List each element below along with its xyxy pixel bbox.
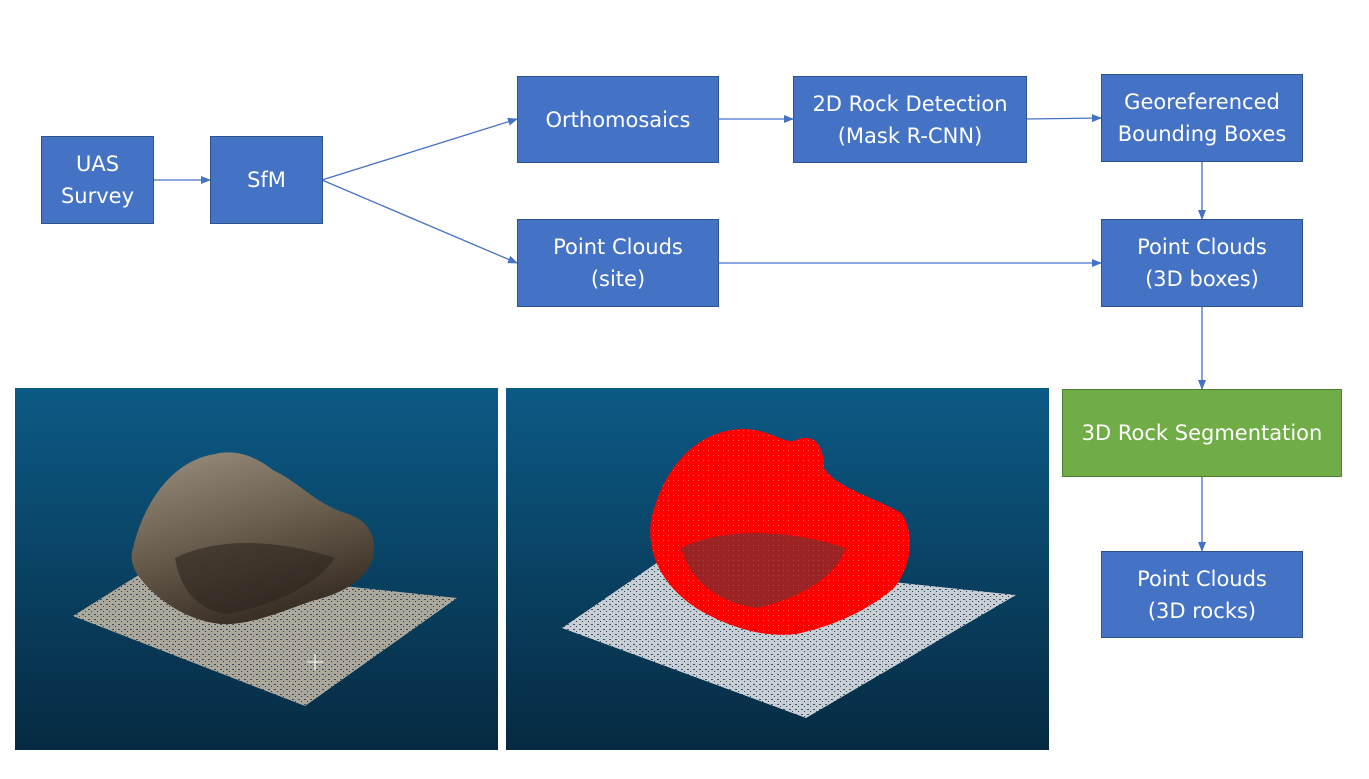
- node-point-clouds-rocks-line-2: (3D rocks): [1147, 598, 1257, 623]
- node-orthomosaics-line-1: Orthomosaics: [545, 107, 691, 132]
- arrow-sfm-to-orthomosaics: [321, 117, 518, 181]
- node-rock-detection-line-2: (Mask R-CNN): [837, 123, 983, 148]
- node-bounding-boxes-line-2: Bounding Boxes: [1117, 122, 1287, 146]
- node-3d-rock-segmentation: 3D Rock Segmentation: [1062, 389, 1342, 477]
- node-orthomosaics: Orthomosaics: [517, 76, 719, 163]
- point-cloud-rock-image: [15, 388, 498, 750]
- cursor-icon: [307, 654, 323, 670]
- node-point-clouds-boxes: Point Clouds (3D boxes): [1101, 219, 1303, 307]
- arrow-sfm-to-point-clouds-site: [321, 179, 518, 264]
- node-point-clouds-rocks: Point Clouds (3D rocks): [1101, 551, 1303, 638]
- node-point-clouds-rocks-line-1: Point Clouds: [1137, 566, 1267, 591]
- segmented-point-cloud-render: [506, 388, 1049, 750]
- node-uas-survey-line-2: Survey: [60, 184, 135, 208]
- node-point-clouds-boxes-line-2: (3D boxes): [1145, 267, 1259, 291]
- node-uas-survey-line-1: UAS: [75, 152, 120, 176]
- node-sfm-line-1: SfM: [247, 168, 286, 192]
- node-bounding-boxes-line-1: Georeferenced: [1124, 90, 1280, 114]
- node-rock-detection: 2D Rock Detection (Mask R-CNN): [793, 76, 1027, 163]
- rock-shadow-face: [175, 543, 335, 614]
- segmented-rock-image: [506, 388, 1049, 750]
- segmented-rock-inner: [681, 533, 846, 608]
- node-uas-survey: UAS Survey: [41, 136, 154, 224]
- ground-plane: [562, 558, 1016, 718]
- arrow-detection-to-bounding-boxes: [1026, 114, 1102, 123]
- node-bounding-boxes: Georeferenced Bounding Boxes: [1101, 74, 1303, 162]
- node-sfm: SfM: [210, 136, 323, 224]
- node-rock-detection-line-1: 2D Rock Detection: [812, 91, 1008, 116]
- node-point-clouds-site-line-1: Point Clouds: [553, 235, 683, 259]
- node-point-clouds-site: Point Clouds (site): [517, 219, 719, 307]
- node-point-clouds-boxes-line-1: Point Clouds: [1137, 235, 1267, 259]
- node-point-clouds-site-line-2: (site): [590, 267, 646, 291]
- point-cloud-rock-render: [15, 388, 498, 750]
- node-3d-rock-segmentation-line-1: 3D Rock Segmentation: [1081, 421, 1323, 445]
